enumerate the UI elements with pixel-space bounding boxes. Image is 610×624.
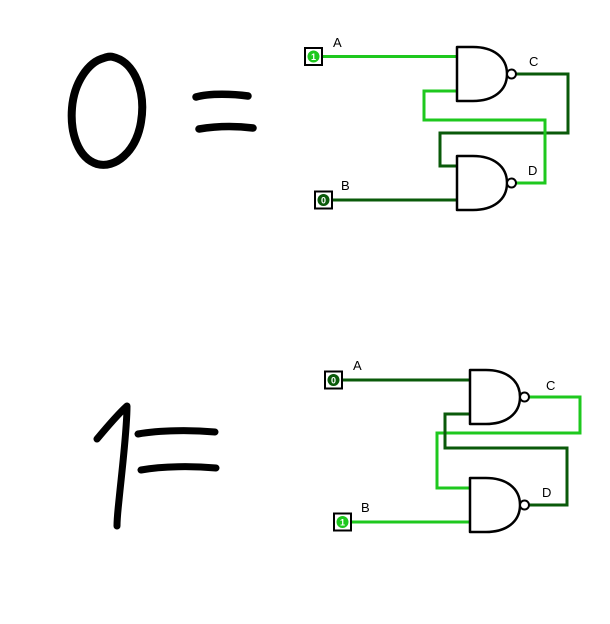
wire-feedback-c-to-lower-gate <box>435 395 582 490</box>
wire-feedback-d-to-upper-gate <box>443 412 569 507</box>
equals-top-bar-1 <box>192 90 252 101</box>
nand-gate-upper-bubble <box>506 68 517 80</box>
nand-gate-upper-body <box>455 45 509 103</box>
equals-top-bar-2 <box>195 122 257 133</box>
nand-gate-lower-bubble <box>506 177 517 189</box>
label-c: C <box>546 378 555 393</box>
label-c: C <box>529 54 538 69</box>
equals-bottom-bar-1 <box>134 427 219 438</box>
label-b: B <box>341 178 350 193</box>
handwritten-one <box>93 402 131 530</box>
nand-gate-upper <box>468 368 530 426</box>
label-d: D <box>542 485 551 500</box>
nand-gate-lower-body <box>455 154 509 212</box>
nand-gate-upper-bubble <box>519 391 530 403</box>
input-pin-a[interactable]: 1 <box>304 47 323 66</box>
annotation-one-equals <box>93 402 220 530</box>
handwritten-zero <box>67 52 147 169</box>
input-pin-a[interactable]: 0 <box>324 370 343 390</box>
label-b: B <box>361 500 370 515</box>
nand-gate-upper-body <box>468 368 522 426</box>
circuit-latch-1: 0 A 1 B C D <box>324 358 582 534</box>
pin-a-value: 0 <box>331 375 336 385</box>
input-pin-b[interactable]: 1 <box>333 512 352 532</box>
nand-gate-lower-body <box>468 476 522 534</box>
nand-gate-upper <box>455 45 517 103</box>
label-a: A <box>353 358 362 373</box>
pin-a-value-dot <box>307 50 320 63</box>
circuit-latch-0: 1 A 0 B C D <box>304 35 570 212</box>
label-a: A <box>333 35 342 50</box>
wire-feedback-c-to-lower-gate <box>438 72 570 168</box>
wire-feedback-d-to-upper-gate <box>422 89 547 185</box>
label-d: D <box>528 163 537 178</box>
input-pin-b[interactable]: 0 <box>314 190 333 210</box>
pin-a-value-dot <box>327 374 340 386</box>
equals-bottom-bar-2 <box>137 463 220 474</box>
nand-gate-lower <box>455 154 517 212</box>
pin-a-value: 1 <box>311 52 316 62</box>
nand-gate-lower <box>468 476 530 534</box>
nand-gate-lower-bubble <box>519 499 530 511</box>
pin-b-value-dot <box>317 194 330 206</box>
pin-b-value: 1 <box>340 517 345 527</box>
annotation-zero-equals <box>67 52 257 169</box>
pin-b-value: 0 <box>321 195 326 205</box>
pin-b-value-dot <box>336 516 349 528</box>
